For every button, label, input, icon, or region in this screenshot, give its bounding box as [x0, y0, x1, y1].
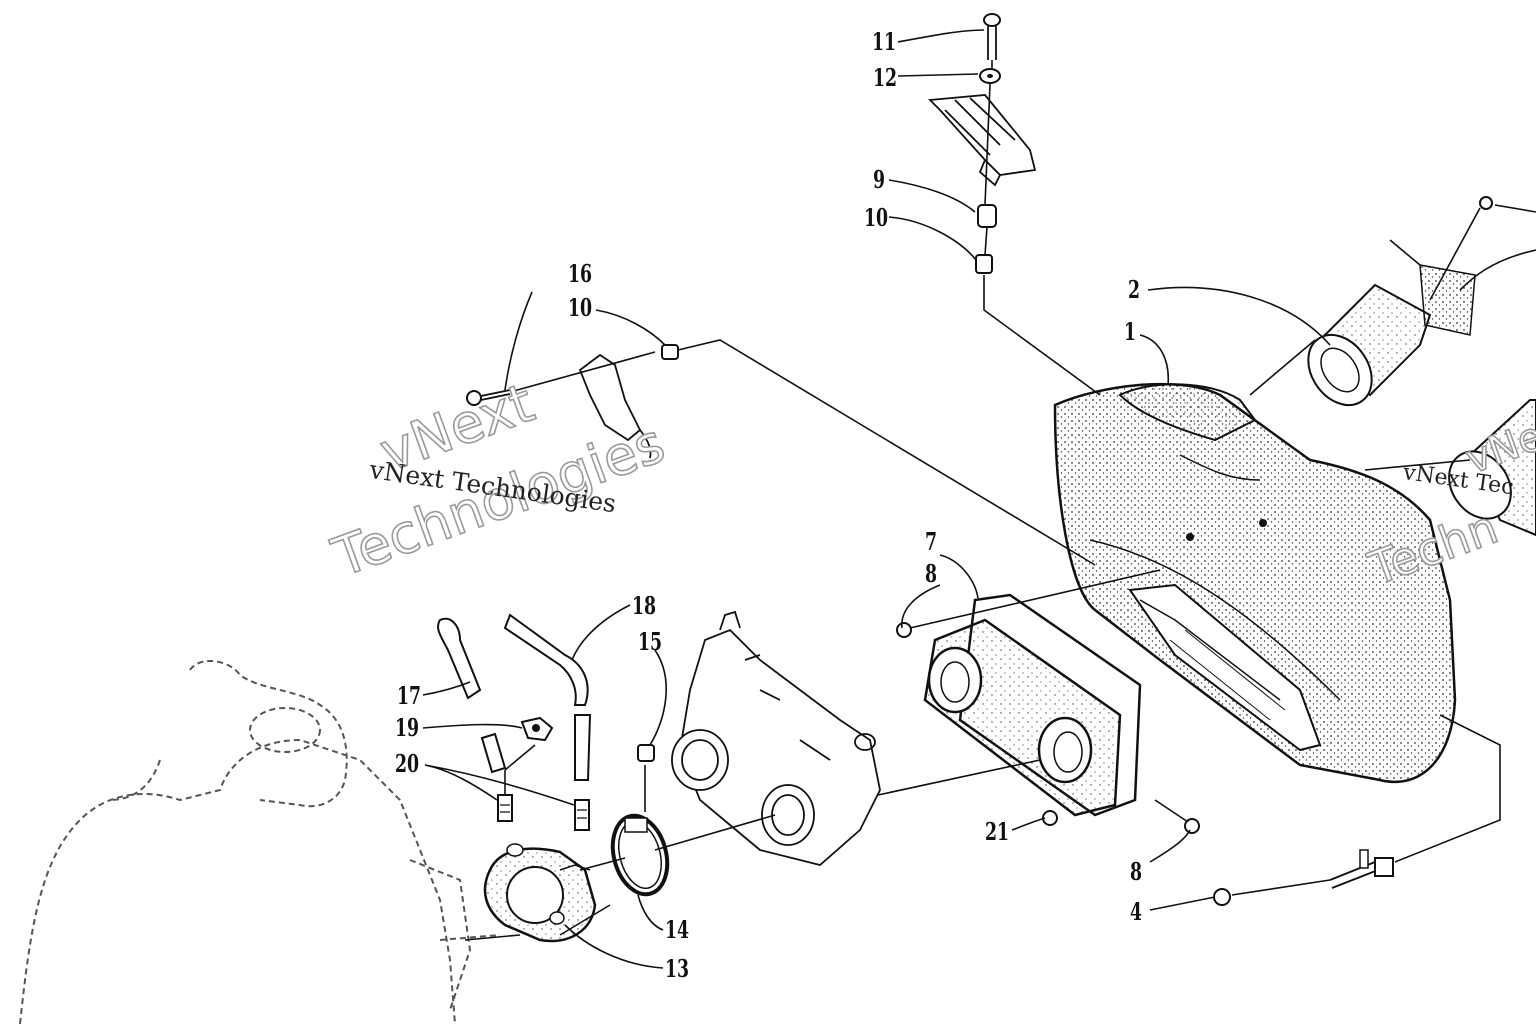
- callout-17: 17: [397, 681, 422, 710]
- hose-clamp: [610, 813, 670, 897]
- washer-12: [979, 68, 1001, 84]
- tee-fitting: [520, 716, 554, 742]
- callout-10-upper: 10: [864, 203, 889, 232]
- callout-9: 9: [873, 165, 886, 194]
- assembly-lines: [464, 60, 1501, 941]
- bolt-16: [466, 389, 511, 406]
- plug-15: [637, 744, 655, 762]
- callout-8-lower: 8: [1130, 857, 1143, 886]
- carburetor-adapter-flange: [923, 593, 1142, 817]
- screw-21: [1042, 810, 1058, 826]
- callout-14: 14: [665, 915, 690, 944]
- air-silencer-box: [1053, 382, 1457, 784]
- callout-18: 18: [632, 591, 657, 620]
- callout-13: 13: [665, 954, 690, 983]
- hose-18: [503, 613, 592, 781]
- screw-4: [1213, 888, 1231, 906]
- callout-10-left: 10: [568, 293, 593, 322]
- mounting-bracket-left: [578, 353, 652, 459]
- small-hose: [480, 732, 507, 774]
- callout-20: 20: [395, 749, 420, 778]
- long-bolt: [1329, 849, 1394, 889]
- callout-19: 19: [395, 713, 420, 742]
- intake-tube-lower: [1448, 399, 1536, 537]
- nipple-fitting-right: [574, 799, 590, 831]
- screw-8-left: [896, 622, 912, 638]
- callout-8-upper: 8: [925, 559, 938, 588]
- nipple-fitting-left: [497, 794, 513, 822]
- intake-flange: [483, 843, 597, 943]
- screen-mesh: [1419, 264, 1476, 336]
- screw-top-right: [1479, 196, 1493, 210]
- callout-16: 16: [568, 259, 593, 288]
- carburetor: [671, 610, 881, 866]
- callout-7: 7: [925, 527, 938, 556]
- hose-17: [437, 617, 482, 700]
- callout-15: 15: [638, 627, 663, 656]
- callout-12: 12: [873, 63, 898, 92]
- nut-10-left: [661, 344, 679, 360]
- callout-1: 1: [1124, 317, 1137, 346]
- nut-10-upper: [975, 254, 993, 274]
- grommet-9: [977, 204, 997, 228]
- mounting-bracket-upper: [928, 94, 1037, 187]
- callout-11: 11: [872, 27, 897, 56]
- engine-phantom-outline: [19, 659, 501, 1024]
- callout-21: 21: [985, 817, 1010, 846]
- bolt-11: [983, 13, 1001, 60]
- leader-lines: [422, 29, 1536, 969]
- intake-tube-upper: [1307, 283, 1432, 407]
- callout-4: 4: [1130, 897, 1143, 926]
- screw-8-right: [1184, 818, 1200, 834]
- callout-2: 2: [1128, 275, 1141, 304]
